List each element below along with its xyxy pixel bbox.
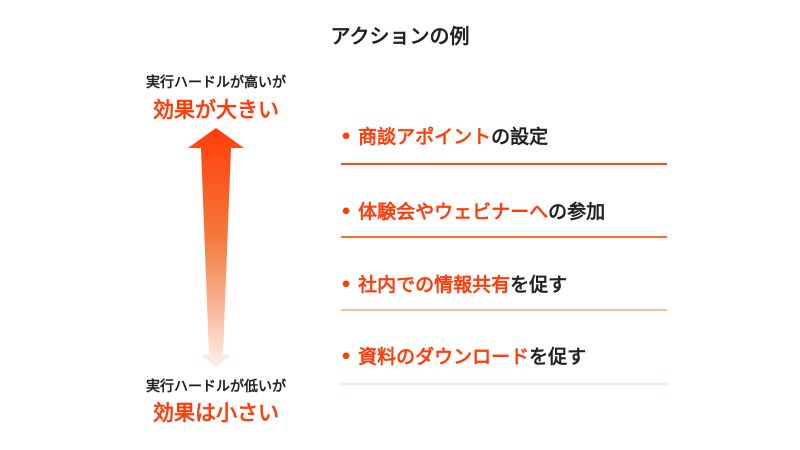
- top-label-small: 実行ハードルが高いが: [146, 75, 286, 91]
- action-item-4: •資料のダウンロードを促す: [340, 346, 587, 368]
- divider: [341, 309, 667, 311]
- gradient-double-arrow: [188, 128, 244, 367]
- top-label-big: 効果が大きい: [153, 98, 279, 122]
- bottom-label-big: 効果は小さい: [153, 401, 279, 425]
- action-item-2: •体験会やウェビナーへの参加: [340, 201, 606, 223]
- action-item-1: •商談アポイントの設定: [340, 126, 549, 148]
- bullet: •: [340, 201, 353, 223]
- bottom-label-small: 実行ハードルが低いが: [146, 379, 286, 395]
- divider: [341, 236, 667, 238]
- divider: [341, 163, 667, 165]
- bullet: •: [340, 346, 353, 368]
- action-item-3: •社内での情報共有を促す: [340, 274, 568, 296]
- bullet: •: [340, 274, 353, 296]
- bullet: •: [340, 126, 353, 148]
- diagram-title: アクションの例: [330, 24, 470, 48]
- divider: [341, 383, 667, 385]
